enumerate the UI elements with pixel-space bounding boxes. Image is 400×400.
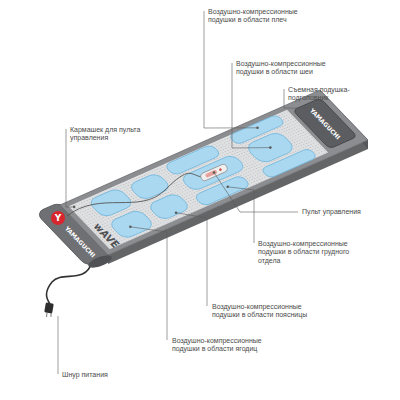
callout-label: Шнур питания xyxy=(62,371,142,379)
brand-logo: Y xyxy=(55,213,62,223)
leader-dot xyxy=(213,171,216,174)
callout-label: Пульт управления xyxy=(302,208,382,216)
leader-line xyxy=(232,63,270,148)
leader-dot xyxy=(269,146,272,149)
brand-model: wAVE xyxy=(92,220,121,250)
remote-control xyxy=(200,163,229,182)
leader-dot xyxy=(226,185,229,188)
callout-label: Воздушно-компрессионные подушки в област… xyxy=(172,337,274,354)
leader-line xyxy=(130,227,167,340)
leader-line xyxy=(58,316,59,374)
leader-dot xyxy=(129,226,132,229)
air-pads xyxy=(85,114,318,242)
remote-cable xyxy=(67,173,202,216)
leader-line xyxy=(176,213,207,306)
leader-dot xyxy=(256,127,259,130)
callout-label: Воздушно-компрессионные подушки в област… xyxy=(212,303,314,320)
callout-label: Кармашек для пульта управления xyxy=(70,126,152,143)
callout-label: Воздушно-компрессионные подушки в област… xyxy=(208,8,308,25)
mat-top xyxy=(35,88,373,271)
headrest-pillow xyxy=(293,98,358,149)
brand-name: YAMAGUCHI xyxy=(308,106,341,140)
power-plug xyxy=(44,302,54,313)
brand-name: YAMAGUCHI xyxy=(64,225,97,259)
leader-dot xyxy=(73,206,76,209)
leader-line xyxy=(214,173,298,212)
callout-label: Воздушно-компрессионные подушки в област… xyxy=(236,60,336,77)
power-cord xyxy=(47,262,93,304)
callout-label: Съемная подушка-подголовник xyxy=(288,86,370,103)
callout-label: Воздушно-компрессионные подушки в област… xyxy=(258,240,360,265)
plug-pin xyxy=(51,313,52,317)
plug-pin xyxy=(46,313,48,317)
mat-border xyxy=(60,90,368,255)
logo-circle xyxy=(51,211,65,225)
leader-line xyxy=(228,187,254,243)
leader-dot xyxy=(175,211,178,214)
